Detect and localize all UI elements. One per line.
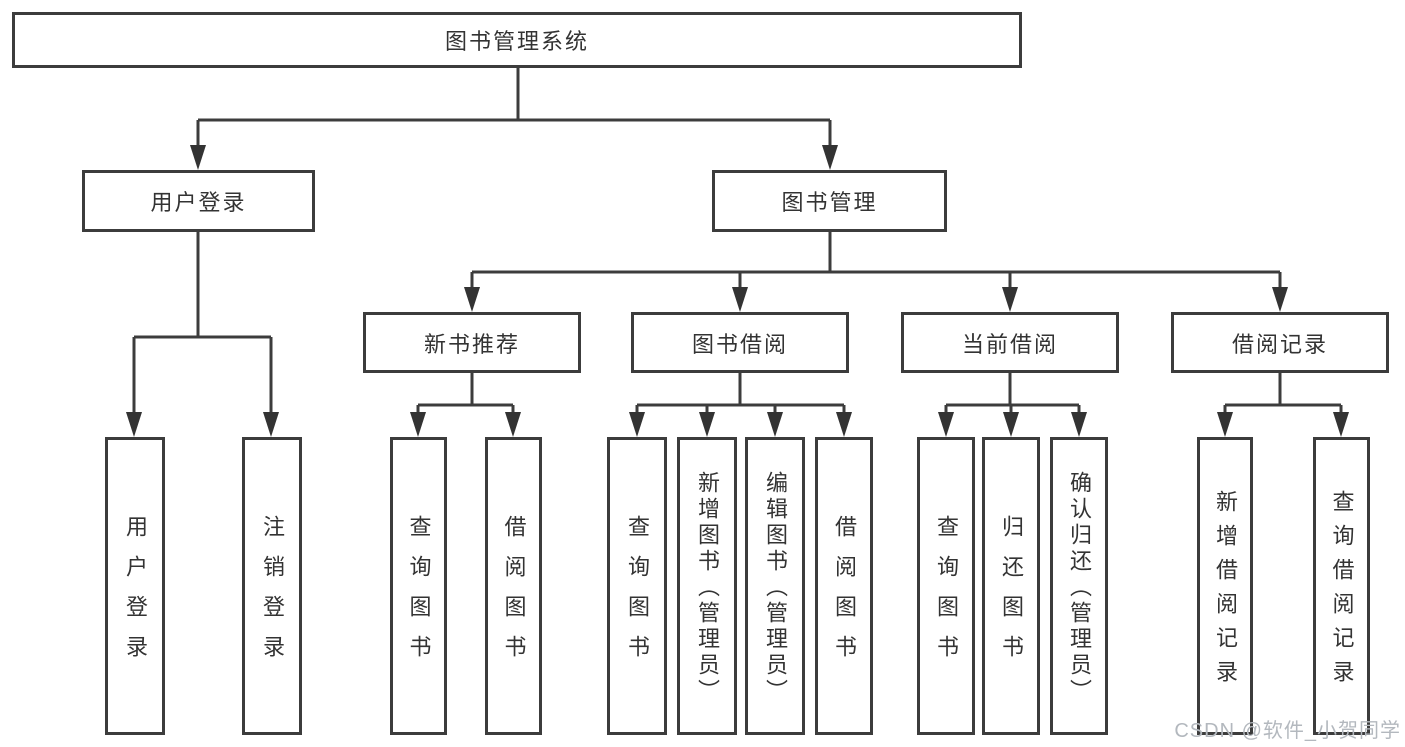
- node-borrow-records: 借阅记录: [1171, 312, 1389, 373]
- node-leaf-search-books-current-label: 查询图书: [934, 515, 959, 675]
- node-new-book-recommend-label: 新书推荐: [423, 331, 520, 357]
- node-user-login-label: 用户登录: [150, 190, 247, 215]
- node-leaf-search-books-current: 查询图书: [917, 437, 975, 735]
- node-leaf-return-book: 归还图书: [982, 437, 1040, 735]
- node-root-label: 图书管理系统: [444, 29, 589, 54]
- node-book-management-label: 图书管理: [781, 190, 878, 215]
- node-leaf-search-books-recommend-label: 查询图书: [406, 515, 432, 675]
- node-current-borrowing: 当前借阅: [901, 312, 1119, 373]
- node-root: 图书管理系统: [12, 12, 1022, 68]
- node-leaf-add-book-admin-label: 新增图书（管理员）: [695, 471, 720, 705]
- node-leaf-logout: 注销登录: [242, 437, 302, 735]
- node-leaf-confirm-return-admin: 确认归还（管理员）: [1050, 437, 1108, 735]
- node-leaf-user-login-label: 用户登录: [123, 515, 148, 675]
- node-leaf-search-books-recommend: 查询图书: [390, 437, 447, 735]
- node-current-borrowing-label: 当前借阅: [961, 331, 1058, 357]
- node-leaf-add-book-admin: 新增图书（管理员）: [677, 437, 737, 735]
- node-book-management: 图书管理: [712, 170, 947, 232]
- node-book-borrowing: 图书借阅: [631, 312, 849, 373]
- node-leaf-borrow-books-recommend-label: 借阅图书: [501, 515, 527, 675]
- node-leaf-search-books-borrow: 查询图书: [607, 437, 667, 735]
- arrowheads: [126, 145, 1349, 437]
- node-leaf-add-borrow-record: 新增借阅记录: [1197, 437, 1253, 735]
- node-book-borrowing-label: 图书借阅: [691, 331, 788, 357]
- connectors: [132, 68, 1343, 416]
- node-leaf-edit-book-admin-label: 编辑图书（管理员）: [763, 471, 788, 705]
- node-leaf-borrow-books-recommend: 借阅图书: [485, 437, 542, 735]
- node-leaf-logout-label: 注销登录: [260, 515, 285, 675]
- node-borrow-records-label: 借阅记录: [1231, 331, 1328, 357]
- node-leaf-borrow-books: 借阅图书: [815, 437, 873, 735]
- node-leaf-borrow-books-label: 借阅图书: [832, 515, 857, 675]
- node-new-book-recommend: 新书推荐: [363, 312, 581, 373]
- node-leaf-search-books-borrow-label: 查询图书: [625, 515, 650, 675]
- node-user-login: 用户登录: [82, 170, 315, 232]
- node-leaf-edit-book-admin: 编辑图书（管理员）: [745, 437, 805, 735]
- node-leaf-user-login: 用户登录: [105, 437, 165, 735]
- csdn-watermark: CSDN @软件_小贺同学: [1174, 720, 1401, 742]
- node-leaf-search-borrow-record: 查询借阅记录: [1313, 437, 1370, 735]
- node-leaf-confirm-return-admin-label: 确认归还（管理员）: [1067, 471, 1092, 705]
- node-leaf-return-book-label: 归还图书: [999, 515, 1024, 675]
- node-leaf-add-borrow-record-label: 新增借阅记录: [1213, 490, 1238, 694]
- node-leaf-search-borrow-record-label: 查询借阅记录: [1329, 490, 1355, 694]
